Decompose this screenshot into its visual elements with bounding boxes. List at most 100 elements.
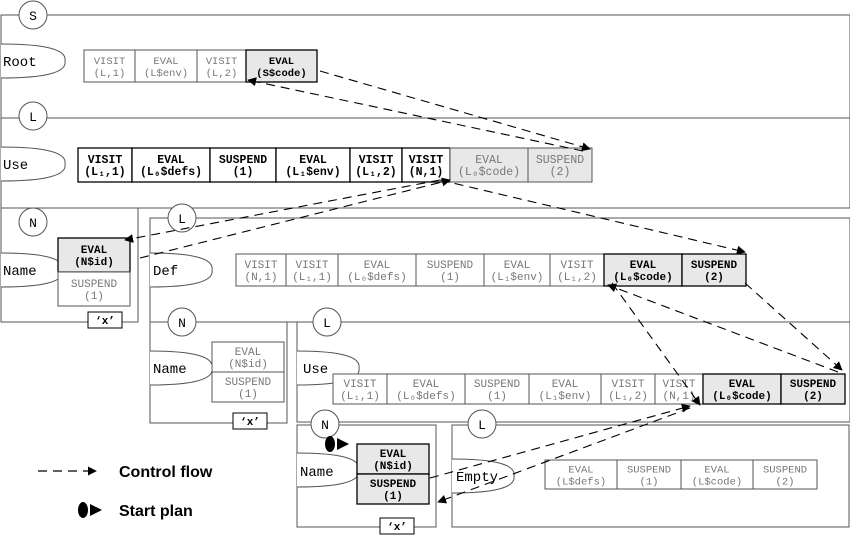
node-circle: [310, 409, 340, 439]
plan-cell: EVAL(L₁$env): [275, 147, 351, 183]
node-label: Name: [153, 362, 187, 378]
node-label: Name: [300, 465, 334, 481]
legend-start-plan-label: Start plan: [119, 503, 193, 520]
plan-cell-box: [527, 147, 593, 183]
plan-cell-box: [600, 373, 656, 405]
plan-cell-arg: (1): [383, 491, 403, 503]
plan-cell-arg: (L$env): [144, 68, 188, 80]
plan-cell: EVAL(N$id): [211, 341, 285, 373]
plan-cell-op: EVAL: [364, 260, 390, 272]
plan-cell: VISIT(L₁,2): [600, 373, 656, 405]
plan-cell: VISIT(N,1): [235, 253, 287, 287]
plan-cell-arg: (L₀$code): [712, 391, 771, 403]
plan-cell-box: [337, 253, 417, 287]
plan-cell-arg: (N,1): [244, 272, 277, 284]
frame-l3: LUseVISIT(L₁,1)EVAL(L₀$defs)SUSPEND(1)EV…: [296, 307, 850, 423]
node-letter: L: [178, 212, 186, 227]
plan-cell-arg: (L₁,2): [608, 391, 648, 403]
node-label: Empty: [456, 470, 498, 486]
plan-cell: EVAL(L₀$defs): [337, 253, 417, 287]
plan-cell-arg: (L,2): [206, 68, 238, 80]
node-label: Use: [3, 158, 28, 174]
plan-cell-op: VISIT: [409, 154, 444, 167]
plan-cell-op: EVAL: [299, 154, 327, 167]
node-label: Use: [303, 362, 328, 378]
plan-cell-arg: (L,1): [94, 68, 126, 80]
plan-cell: EVAL(L₀$defs): [386, 373, 466, 405]
plan-cell-op: SUSPEND: [219, 154, 267, 167]
plan-cell: EVAL(L$defs): [544, 459, 618, 490]
plan-cell-arg: (2): [803, 391, 823, 403]
plan-cell-box: [483, 253, 551, 287]
plan-cell-arg: (L₀$code): [613, 272, 672, 284]
plan-cell-op: VISIT: [88, 154, 123, 167]
plan-cell-box: [528, 373, 602, 405]
plan-cell-box: [235, 253, 287, 287]
node-label: Def: [153, 264, 178, 280]
start-plan-icon: [78, 502, 102, 518]
plan-cell-op: SUSPEND: [474, 379, 521, 391]
plan-cell-op: EVAL: [235, 347, 261, 359]
plan-cell-box: [680, 459, 754, 490]
token-text: ‘x’: [387, 522, 407, 534]
plan-cell-op: EVAL: [552, 379, 578, 391]
plan-cell-op: SUSPEND: [370, 479, 417, 491]
plan-cell-box: [131, 147, 211, 183]
plan-cell-box: [544, 459, 618, 490]
plan-cell-arg: (L₁,2): [355, 166, 396, 179]
plan-cell-op: SUSPEND: [763, 465, 807, 477]
plan-cell-arg: (2): [704, 272, 724, 284]
token-box: [232, 412, 268, 430]
plan-cell-box: [356, 443, 430, 475]
plan-cell-arg: (1): [487, 391, 507, 403]
token-box: [87, 311, 123, 329]
control-flow-arrow: [124, 179, 441, 243]
plan-cell: SUSPEND(1): [211, 371, 285, 403]
plan-cell-arg: (L₁,1): [84, 166, 125, 179]
frame-border: [296, 321, 850, 423]
plan-cell-op: VISIT: [560, 260, 593, 272]
token-text: ‘x’: [95, 316, 115, 328]
control-flow-arrow: [607, 283, 839, 373]
node-circle: [18, 207, 48, 237]
plan-cell-op: VISIT: [295, 260, 328, 272]
plan-cell-op: EVAL: [704, 465, 729, 477]
plan-cell-arg: (L₀$defs): [140, 166, 202, 179]
plan-cell: VISIT(L₁,1): [77, 147, 133, 183]
plan-cell-arg: (L₁$env): [285, 166, 340, 179]
plan-cell-box: [209, 147, 277, 183]
plan-cell: EVAL(L₀$code): [449, 147, 529, 183]
plan-cell: EVAL(L₁$env): [483, 253, 551, 287]
plan-cell: VISIT(L₁,1): [332, 373, 388, 405]
node-letter: S: [29, 9, 37, 24]
plan-cell-op: EVAL: [81, 245, 108, 257]
plan-cell-op: SUSPEND: [627, 465, 671, 477]
label-oval: [149, 252, 213, 288]
plan-cell-box: [752, 459, 818, 490]
plan-cell-op: SUSPEND: [691, 260, 738, 272]
plan-cell-op: EVAL: [568, 465, 593, 477]
plan-cell: VISIT(L₁,1): [285, 253, 339, 287]
plan-cell-op: EVAL: [630, 260, 657, 272]
plan-cell-box: [57, 271, 131, 307]
plan-cell-arg: (N,1): [409, 166, 444, 179]
plan-cell-op: SUSPEND: [536, 154, 584, 167]
node-circle: [467, 409, 497, 439]
plan-cell: EVAL(S$code): [245, 49, 318, 83]
plan-cell-op: EVAL: [269, 56, 294, 68]
plan-cell-box: [211, 371, 285, 403]
plan-cell-box: [134, 49, 198, 83]
control-flow-arrow: [744, 282, 843, 371]
plan-cell-box: [332, 373, 388, 405]
node-circle: [167, 307, 197, 337]
plan-cell: SUSPEND(1): [415, 253, 485, 287]
plan-cell-arg: (L₁$env): [491, 272, 544, 284]
plan-cell-box: [681, 253, 747, 287]
plan-cell-op: EVAL: [153, 56, 178, 68]
plan-cell: VISIT(L,2): [196, 49, 247, 83]
